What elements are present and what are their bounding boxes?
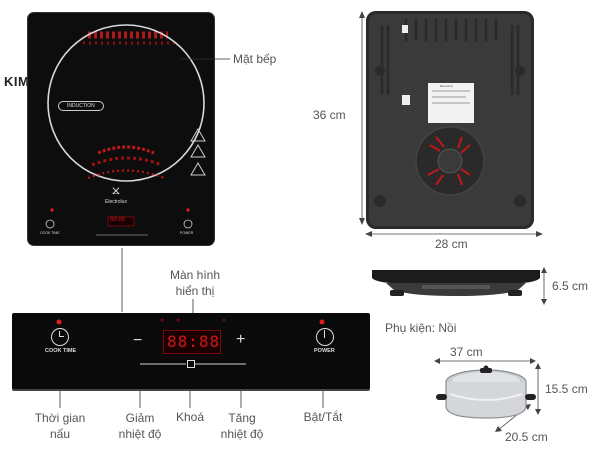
lock-label: Khoá <box>175 410 205 424</box>
height-dimension-label: 36 cm <box>313 108 346 122</box>
cooktop-back-view: Electrolux <box>366 11 534 229</box>
increase-label-line2: nhiệt độ <box>220 427 264 441</box>
cooktop-side-view <box>372 268 540 306</box>
pot-height-label: 15.5 cm <box>545 382 588 396</box>
induction-badge: INDUCTION <box>58 101 104 111</box>
cooktop-top-view: INDUCTION ⨲ Electrolux COOK TIME POWER 8… <box>28 13 214 245</box>
back-vents-graphics <box>374 19 526 207</box>
power-icon <box>324 330 326 338</box>
display-label-line1: Màn hình <box>169 268 221 282</box>
timer-label-line2: nấu <box>49 427 71 441</box>
display-label-line2: hiển thị <box>175 284 215 298</box>
increase-label-line1: Tăng <box>228 411 256 425</box>
brand-logo: ⨲ <box>112 181 120 197</box>
decrease-temp-button[interactable]: − <box>133 332 143 349</box>
cooktop-surface-graphics <box>45 24 206 236</box>
cook-time-button[interactable] <box>51 328 69 346</box>
lock-button[interactable] <box>186 359 195 368</box>
clock-hand <box>59 336 64 338</box>
decrease-label-line2: nhiệt độ <box>118 427 162 441</box>
small-power-label: POWER <box>180 231 194 235</box>
pot-image <box>436 362 536 428</box>
power-panel-label: POWER <box>314 348 335 354</box>
small-display: 88:88 <box>110 217 126 223</box>
increase-temp-button[interactable]: + <box>236 331 246 348</box>
pot-width-label: 37 cm <box>450 345 483 359</box>
thickness-dimension-label: 6.5 cm <box>552 279 589 293</box>
display-label: Màn hình hiển thị <box>160 267 230 299</box>
clock-icon <box>59 331 61 337</box>
display-digits: 88:88 <box>167 332 221 351</box>
width-dimension-label: 28 cm <box>435 237 468 251</box>
cook-time-panel-label: COOK TIME <box>45 348 77 354</box>
cooktop-surface-label: Mặt bếp <box>233 52 277 66</box>
accessory-label: Phụ kiện: Nồi <box>385 321 457 335</box>
power-toggle-label: Bật/Tắt <box>303 410 343 424</box>
small-cook-time-label: COOK TIME <box>40 231 60 235</box>
brand-name: Electrolux <box>105 199 127 205</box>
lock-icon <box>187 360 195 368</box>
pot-diameter-label: 20.5 cm <box>505 430 548 444</box>
back-sticker-brand: Electrolux <box>440 84 454 88</box>
timer-label: Thời gian nấu <box>22 410 98 442</box>
decrease-label-line1: Giảm <box>125 411 155 425</box>
power-button[interactable] <box>316 328 334 346</box>
increase-label: Tăng nhiệt độ <box>206 410 278 442</box>
decrease-label: Giảm nhiệt độ <box>104 410 176 442</box>
control-panel: COOK TIME − 88:88 + POWER <box>12 313 370 389</box>
led-display: 88:88 <box>163 330 221 354</box>
timer-label-line1: Thời gian <box>34 411 86 425</box>
